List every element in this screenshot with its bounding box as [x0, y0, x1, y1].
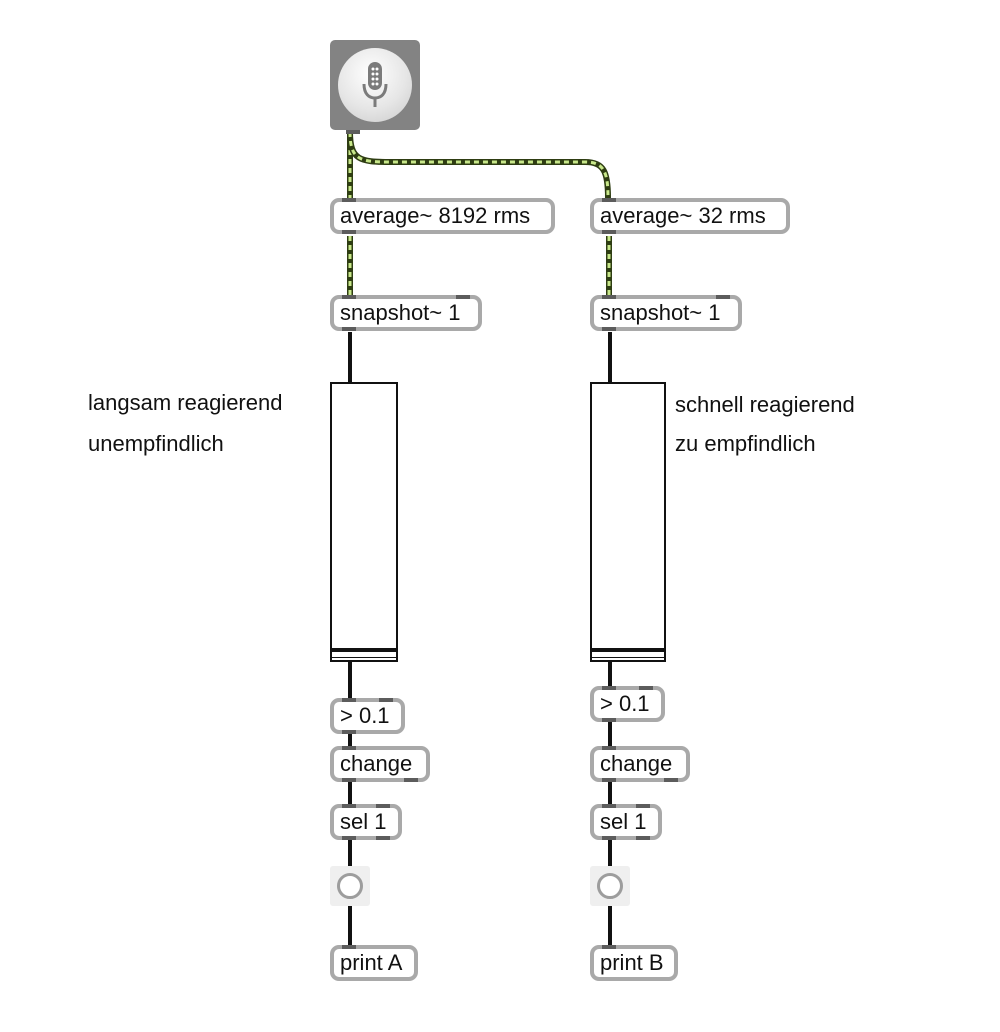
comment-right-line1: schnell reagierend — [675, 392, 855, 417]
control-cords — [348, 332, 612, 945]
inlet[interactable] — [456, 295, 470, 299]
level-slider-left[interactable] — [330, 382, 398, 662]
snapshot-label-right: snapshot~ 1 — [600, 300, 721, 325]
change-label-left: change — [340, 751, 413, 776]
outlet[interactable] — [376, 836, 390, 840]
sel-label-right: sel 1 — [600, 809, 647, 834]
outlet[interactable] — [602, 778, 616, 782]
slider-knob[interactable] — [332, 648, 396, 652]
inlet[interactable] — [342, 295, 356, 299]
sel-object-left[interactable]: sel 1 — [330, 804, 402, 840]
outlet[interactable] — [342, 327, 356, 331]
inlet[interactable] — [342, 746, 356, 750]
compare-object-left[interactable]: > 0.1 — [330, 698, 405, 734]
adc-outlet[interactable] — [346, 130, 360, 134]
change-object-right[interactable]: change — [590, 746, 690, 782]
average-object-right[interactable]: average~ 32 rms — [590, 198, 790, 234]
inlet[interactable] — [602, 746, 616, 750]
print-label-left: print A — [340, 950, 403, 975]
outlet[interactable] — [342, 730, 356, 734]
microphone-icon — [338, 48, 412, 122]
outlet[interactable] — [602, 327, 616, 331]
average-label-right: average~ 32 rms — [600, 203, 766, 228]
sel-label-left: sel 1 — [340, 809, 387, 834]
inlet[interactable] — [716, 295, 730, 299]
bang-circle-icon — [337, 873, 363, 899]
change-object-left[interactable]: change — [330, 746, 430, 782]
inlet[interactable] — [602, 295, 616, 299]
compare-object-right[interactable]: > 0.1 — [590, 686, 665, 722]
print-object-left[interactable]: print A — [330, 945, 418, 981]
outlet[interactable] — [664, 778, 678, 782]
snapshot-object-right[interactable]: snapshot~ 1 — [590, 295, 742, 331]
compare-label-left: > 0.1 — [340, 703, 390, 728]
inlet[interactable] — [342, 198, 356, 202]
inlet[interactable] — [342, 698, 356, 702]
inlet[interactable] — [602, 198, 616, 202]
inlet[interactable] — [602, 686, 616, 690]
comment-left-line2: unempfindlich — [88, 431, 224, 456]
bang-button-left[interactable] — [330, 866, 370, 906]
outlet[interactable] — [636, 836, 650, 840]
level-slider-right[interactable] — [590, 382, 666, 662]
snapshot-label-left: snapshot~ 1 — [340, 300, 461, 325]
change-label-right: change — [600, 751, 673, 776]
average-object-left[interactable]: average~ 8192 rms — [330, 198, 555, 234]
outlet[interactable] — [404, 778, 418, 782]
slider-knob[interactable] — [592, 648, 664, 652]
compare-label-right: > 0.1 — [600, 691, 650, 716]
inlet[interactable] — [376, 804, 390, 808]
sel-object-right[interactable]: sel 1 — [590, 804, 662, 840]
outlet[interactable] — [602, 718, 616, 722]
average-label-left: average~ 8192 rms — [340, 203, 531, 228]
snapshot-object-left[interactable]: snapshot~ 1 — [330, 295, 482, 331]
outlet[interactable] — [342, 778, 356, 782]
inlet[interactable] — [342, 804, 356, 808]
outlet[interactable] — [602, 230, 616, 234]
outlet[interactable] — [342, 836, 356, 840]
comment-left-line1: langsam reagierend — [88, 390, 283, 415]
adc-microphone-button[interactable] — [330, 40, 420, 134]
signal-cords — [347, 131, 612, 295]
inlet[interactable] — [639, 686, 653, 690]
inlet[interactable] — [379, 698, 393, 702]
print-label-right: print B — [600, 950, 664, 975]
print-object-right[interactable]: print B — [590, 945, 678, 981]
bang-button-right[interactable] — [590, 866, 630, 906]
inlet[interactable] — [602, 945, 616, 949]
slider-baseline — [332, 657, 396, 658]
outlet[interactable] — [342, 230, 356, 234]
bang-circle-icon — [597, 873, 623, 899]
inlet[interactable] — [342, 945, 356, 949]
inlet[interactable] — [602, 804, 616, 808]
inlet[interactable] — [636, 804, 650, 808]
slider-baseline — [592, 657, 664, 658]
outlet[interactable] — [602, 836, 616, 840]
comment-right-line2: zu empfindlich — [675, 431, 816, 456]
